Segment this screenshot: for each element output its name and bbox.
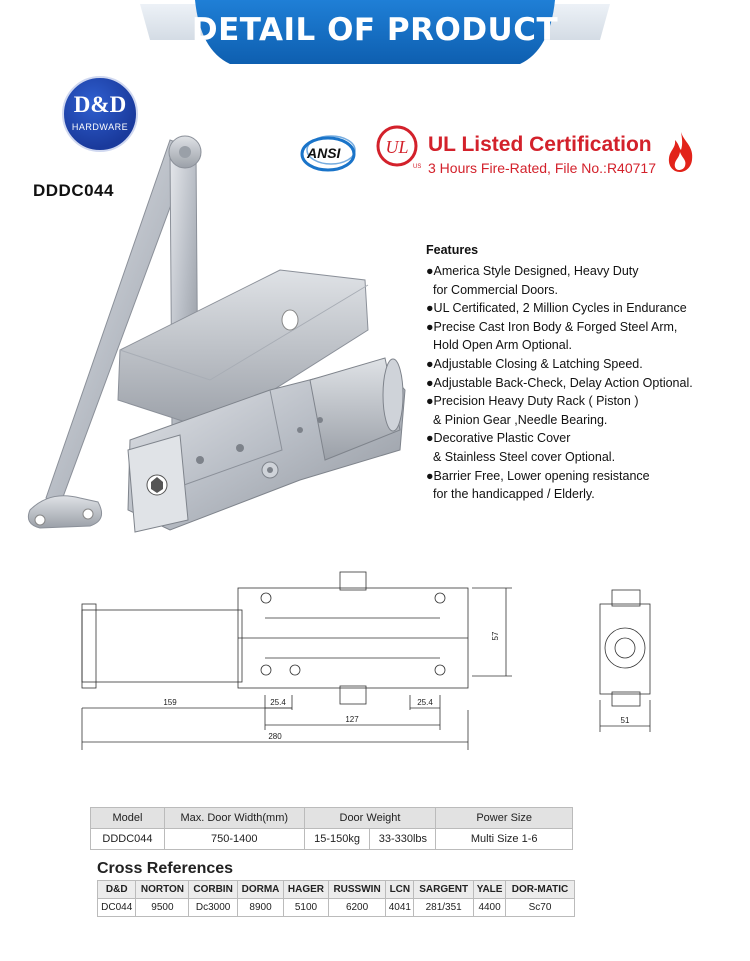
cross-reference-table: D&D NORTON CORBIN DORMA HAGER RUSSWIN LC…	[96, 880, 575, 917]
xref-value: 9500	[135, 898, 190, 917]
spec-power: Multi Size 1-6	[435, 828, 573, 850]
xref-header: LCN	[385, 880, 415, 899]
feature-line: for the handicapped / Elderly.	[433, 487, 595, 502]
ansi-label: ANSI	[307, 145, 341, 161]
feature-line: for Commercial Doors.	[433, 282, 559, 297]
xref-value: 5100	[283, 898, 329, 917]
feature-line: ●Decorative Plastic Cover	[426, 431, 571, 446]
logo-brand: D&D	[73, 92, 127, 117]
xref-value: Sc70	[505, 898, 575, 917]
features-title: Features	[426, 243, 479, 257]
spec-model: DDDC044	[90, 828, 165, 850]
xref-value: 8900	[236, 898, 285, 917]
xref-value-row: DC044 9500 Dc3000 8900 5100 6200 4041 28…	[96, 898, 575, 917]
dim-25-4-right: 25.4	[417, 698, 433, 707]
xref-value: 6200	[327, 898, 387, 917]
header-banner	[140, 0, 610, 64]
xref-header: YALE	[473, 880, 507, 899]
xref-value: DC044	[96, 898, 137, 917]
dim-51: 51	[621, 716, 630, 725]
xref-header: D&D	[96, 880, 137, 899]
dim-159: 159	[163, 698, 177, 707]
fire-icon	[668, 132, 693, 172]
feature-line: & Pinion Gear ,Needle Bearing.	[433, 412, 608, 427]
feature-line: ●Precise Cast Iron Body & Forged Steel A…	[426, 319, 678, 334]
xref-header: NORTON	[135, 880, 190, 899]
spec-header-weight: Door Weight	[303, 807, 437, 829]
spec-table-row: DDDC044 750-1400 15-150kg 33-330lbs Mult…	[90, 828, 573, 850]
ansi-logo-icon	[300, 135, 356, 172]
ul-certification-title: UL Listed Certification	[428, 133, 652, 156]
feature-line: ●UL Certificated, 2 Million Cycles in En…	[426, 301, 687, 316]
xref-value: 4041	[385, 898, 415, 917]
features-list: Features ●America Style Designed, Heavy …	[426, 243, 746, 504]
spec-header-model: Model	[90, 807, 165, 829]
spec-table: Model Max. Door Width(mm) Door Weight Po…	[90, 807, 573, 850]
ul-logo-icon: UL US	[376, 125, 421, 170]
xref-value: Dc3000	[188, 898, 238, 917]
dim-280: 280	[268, 732, 282, 741]
spec-weight-kg: 15-150kg	[303, 828, 371, 850]
spec-header-width: Max. Door Width(mm)	[163, 807, 305, 829]
feature-line: ●Adjustable Closing & Latching Speed.	[426, 356, 643, 371]
xref-header-row: D&D NORTON CORBIN DORMA HAGER RUSSWIN LC…	[96, 880, 575, 899]
dim-25-4-left: 25.4	[270, 698, 286, 707]
xref-header: RUSSWIN	[327, 880, 387, 899]
technical-drawing: 159 25.4 127 25.4 280 57 51	[81, 571, 651, 750]
xref-header: HAGER	[283, 880, 329, 899]
xref-header: CORBIN	[188, 880, 238, 899]
xref-header: DORMA	[236, 880, 285, 899]
brand-logo: D&D HARDWARE	[62, 76, 138, 152]
xref-value: 281/351	[413, 898, 475, 917]
spec-table-header-row: Model Max. Door Width(mm) Door Weight Po…	[90, 807, 573, 829]
dim-57: 57	[491, 631, 500, 640]
svg-text:US: US	[413, 164, 421, 170]
spec-width: 750-1400	[163, 828, 305, 850]
dim-127: 127	[345, 715, 359, 724]
door-closer-product-image	[27, 135, 406, 533]
feature-line: ●Precision Heavy Duty Rack ( Piston )	[426, 394, 639, 409]
feature-line: Hold Open Arm Optional.	[433, 338, 572, 353]
ul-certification-subtitle: 3 Hours Fire-Rated, File No.:R40717	[428, 160, 656, 176]
xref-header: DOR-MATIC	[505, 880, 575, 899]
xref-header: SARGENT	[413, 880, 475, 899]
model-code: DDDC044	[33, 181, 114, 200]
logo-subtitle: HARDWARE	[71, 122, 129, 132]
spec-weight-lbs: 33-330lbs	[369, 828, 437, 850]
feature-line: & Stainless Steel cover Optional.	[433, 449, 616, 464]
cross-references-title: Cross References	[97, 860, 234, 877]
svg-text:UL: UL	[385, 137, 408, 157]
spec-header-power: Power Size	[435, 807, 573, 829]
xref-value: 4400	[473, 898, 507, 917]
feature-line: ●Adjustable Back-Check, Delay Action Opt…	[426, 375, 693, 390]
feature-line: ●America Style Designed, Heavy Duty	[426, 264, 639, 278]
feature-line: ●Barrier Free, Lower opening resistance	[426, 468, 650, 483]
page-title: DETAIL OF PRODUCT	[191, 12, 559, 48]
